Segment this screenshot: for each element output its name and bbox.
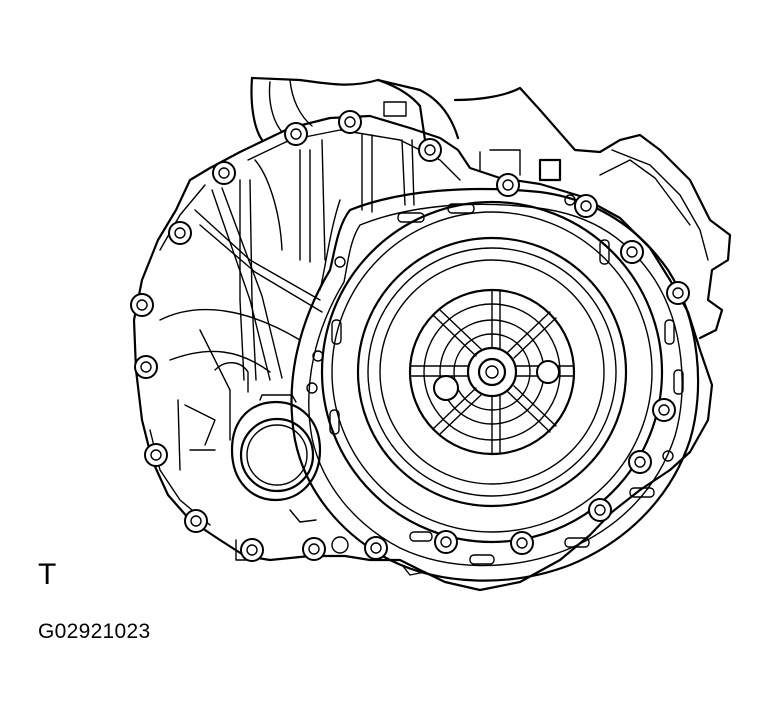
torque-converter [320, 200, 664, 544]
upper-housing-background [250, 76, 732, 340]
bolt-icon [652, 398, 676, 422]
view-label: T [38, 558, 57, 591]
bolt-icon [418, 138, 442, 162]
bolt-icon [184, 509, 208, 533]
bolt-icon [130, 293, 154, 317]
bolt-icon [144, 443, 168, 467]
housing-ribs [159, 134, 415, 471]
bolt-icon [168, 221, 192, 245]
bolt-icon [628, 450, 652, 474]
case-fittings [235, 509, 426, 576]
bolt-icon [588, 498, 612, 522]
figure-code: G02921023 [38, 620, 151, 643]
bolt-icon [302, 537, 326, 561]
bolt-icon [338, 110, 362, 134]
bolt-icon [212, 161, 236, 185]
bolt-icon [240, 538, 264, 562]
bolt-icon [666, 281, 690, 305]
bolt-icon [364, 536, 388, 560]
bolt-icon [510, 531, 534, 555]
case-bolts [130, 110, 690, 562]
bolt-icon [134, 355, 158, 379]
bolt-icon [496, 173, 520, 197]
bolt-icon [574, 194, 598, 218]
bolt-icon [434, 530, 458, 554]
output-shaft-opening [214, 362, 322, 502]
bolt-icon [284, 122, 308, 146]
bolt-icon [620, 240, 644, 264]
